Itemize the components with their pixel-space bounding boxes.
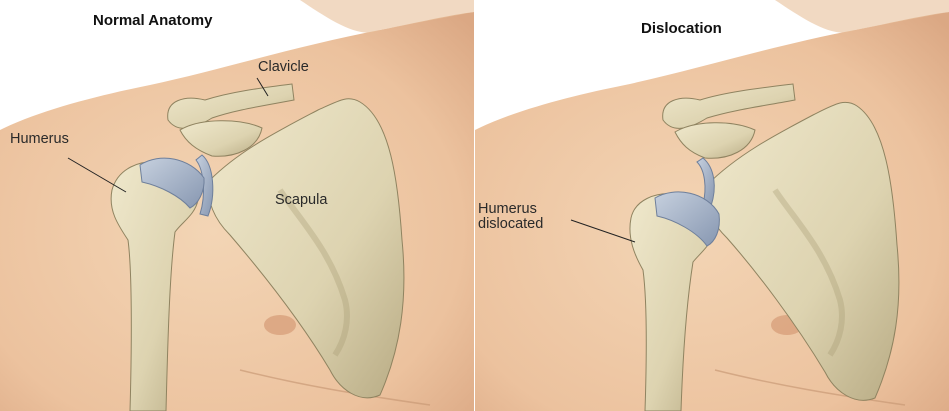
dislocation-illustration bbox=[475, 0, 949, 411]
humerus-dislocated-label-line1: Humerus bbox=[478, 202, 537, 217]
clavicle-label: Clavicle bbox=[258, 60, 309, 75]
normal-anatomy-panel: Normal Anatomy Clavicle Humerus Scapula bbox=[0, 0, 474, 411]
humerus-dislocated-label-line2: dislocated bbox=[478, 217, 543, 232]
panel-title: Dislocation bbox=[641, 20, 722, 37]
scapula-label: Scapula bbox=[275, 193, 327, 208]
normal-anatomy-illustration bbox=[0, 0, 474, 411]
dislocation-panel: Dislocation Humerus dislocated bbox=[475, 0, 949, 411]
nipple bbox=[264, 315, 296, 335]
humerus-label: Humerus bbox=[10, 132, 69, 147]
panel-title: Normal Anatomy bbox=[93, 12, 212, 29]
